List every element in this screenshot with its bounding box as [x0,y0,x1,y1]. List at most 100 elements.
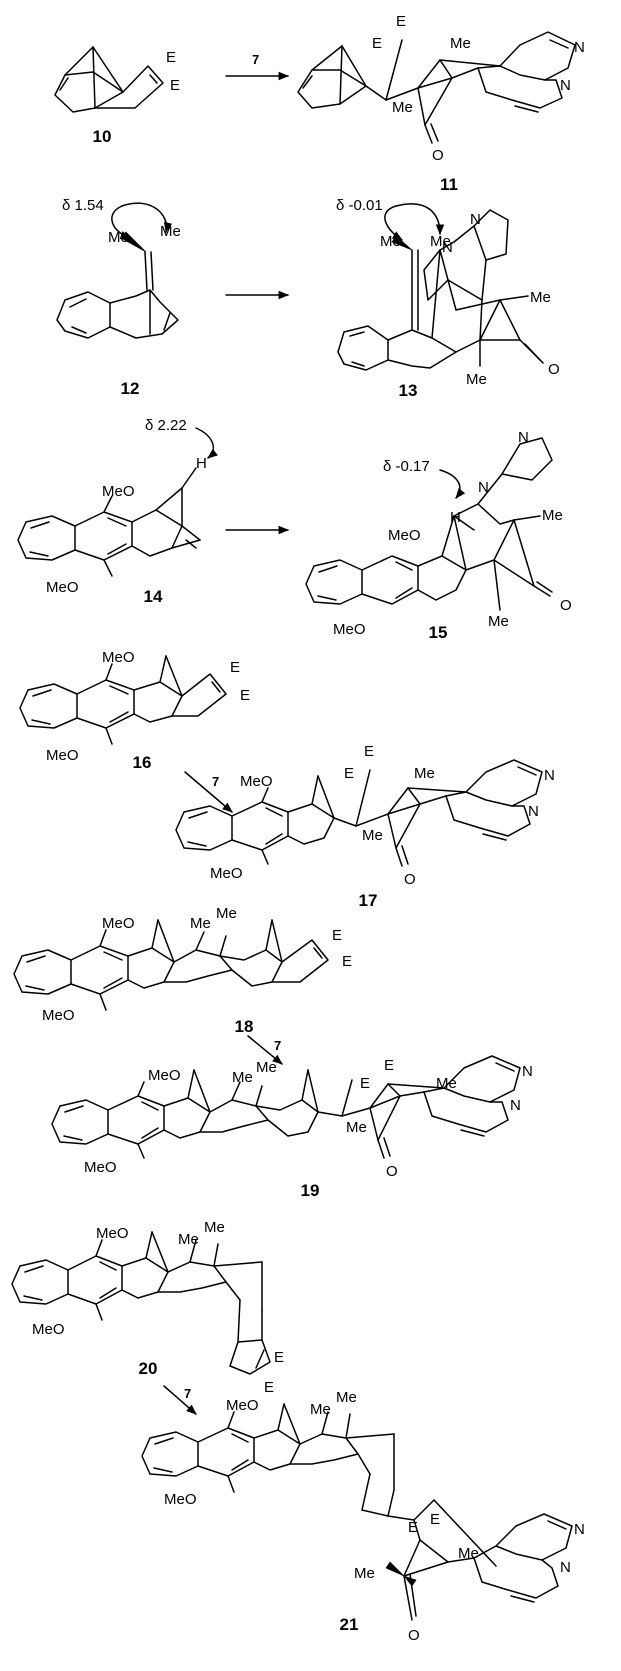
ester-label: E [396,13,406,30]
methoxy-label: MeO [102,915,135,932]
ester-label: E [384,1057,394,1074]
wedge-bond [391,235,413,251]
methyl-label: Me [362,827,383,844]
methoxy-label: MeO [148,1067,181,1084]
shift-curved-arrow [121,202,173,234]
compound-label-16: 16 [133,753,152,772]
compound-label-20: 20 [139,1359,158,1378]
methoxy-label: MeO [96,1225,129,1242]
oxygen-label: O [404,871,416,888]
methoxy-label: MeO [46,747,79,764]
methyl-label: Me [392,99,413,116]
compound-label-14: 14 [144,587,163,606]
nitrogen-label: N [560,77,571,94]
nitrogen-label: N [522,1063,533,1080]
methyl-label: Me [450,35,471,52]
ester-label: E [166,49,176,66]
ester-label: E [372,35,382,52]
ester-label: E [430,1511,440,1528]
compound-label-12: 12 [121,379,140,398]
methoxy-label: MeO [210,865,243,882]
methoxy-label: MeO [42,1007,75,1024]
methoxy-label: MeO [102,483,135,500]
chemical-shift-label: δ -0.01 [336,197,383,214]
wedge-bond [120,231,147,253]
shift-curved-arrow [195,427,219,459]
compound-label-21: 21 [340,1615,359,1634]
compound-label-11: 11 [440,175,458,194]
compound-11-structure [297,31,576,144]
compound-12-structure [56,251,179,339]
reaction-arrow [163,1385,197,1415]
methoxy-label: MeO [32,1321,65,1338]
methyl-label: Me [530,289,551,306]
reaction-arrow [247,1035,283,1065]
methoxy-label: MeO [46,579,79,596]
methyl-label: Me [542,507,563,524]
hydrogen-label: H [196,455,207,472]
compound-10-structure [54,46,164,113]
methoxy-label: MeO [164,1491,197,1508]
methyl-label: Me [430,233,451,250]
methoxy-label: MeO [333,621,366,638]
nitrogen-label: N [544,767,555,784]
methyl-label: Me [336,1389,357,1406]
methyl-label: Me [458,1545,479,1562]
compound-label-17: 17 [359,891,378,910]
methyl-label: Me [354,1565,375,1582]
compound-label-10: 10 [93,127,112,146]
oxygen-label: O [386,1163,398,1180]
compound-19-structure [51,1055,521,1159]
nitrogen-label: N [518,429,529,446]
methoxy-label: MeO [388,527,421,544]
reaction-arrow [184,771,233,813]
nitrogen-label: N [442,239,453,256]
methyl-label: Me [232,1069,253,1086]
nitrogen-label: N [478,479,489,496]
compound-label-15: 15 [429,623,448,642]
ester-label: E [344,765,354,782]
ester-label: E [274,1349,284,1366]
reagent-label: 7 [274,1038,281,1053]
compound-16-structure [19,655,227,745]
methyl-label: Me [108,229,129,246]
oxygen-label: O [408,1627,420,1644]
ester-label: E [364,743,374,760]
ester-label: E [332,927,342,944]
methyl-label: Me [204,1219,225,1236]
methyl-label: Me [190,915,211,932]
methoxy-label: MeO [240,773,273,790]
methyl-label: Me [256,1059,277,1076]
chemical-shift-label: δ 1.54 [62,197,104,214]
shift-curved-arrow [439,469,466,499]
methoxy-label: MeO [84,1159,117,1176]
compound-18-structure [13,919,329,1011]
compound-label-18: 18 [235,1017,254,1036]
compound-20-structure [11,1231,271,1375]
methyl-label: Me [346,1119,367,1136]
ester-label: E [264,1379,274,1396]
methyl-label: Me [488,613,509,630]
methyl-label: Me [466,371,487,388]
chemical-shift-label: δ -0.17 [383,458,430,475]
compound-label-19: 19 [301,1181,320,1200]
methyl-label: Me [436,1075,457,1092]
ester-label: E [170,77,180,94]
oxygen-label: O [548,361,560,378]
ester-label: E [360,1075,370,1092]
ester-label: E [408,1519,418,1536]
compound-14-structure [17,467,201,577]
ester-label: E [240,687,250,704]
compound-17-structure [175,759,543,867]
nitrogen-label: N [510,1097,521,1114]
nitrogen-label: N [574,1521,585,1538]
nitrogen-label: N [574,39,585,56]
wedge-bond [385,1561,405,1577]
reagent-label: 7 [252,52,259,67]
hydrogen-label: H [450,509,461,526]
compound-15-structure [305,437,553,611]
chemical-shift-label: δ 2.22 [145,417,187,434]
ester-label: E [230,659,240,676]
oxygen-label: O [432,147,444,164]
